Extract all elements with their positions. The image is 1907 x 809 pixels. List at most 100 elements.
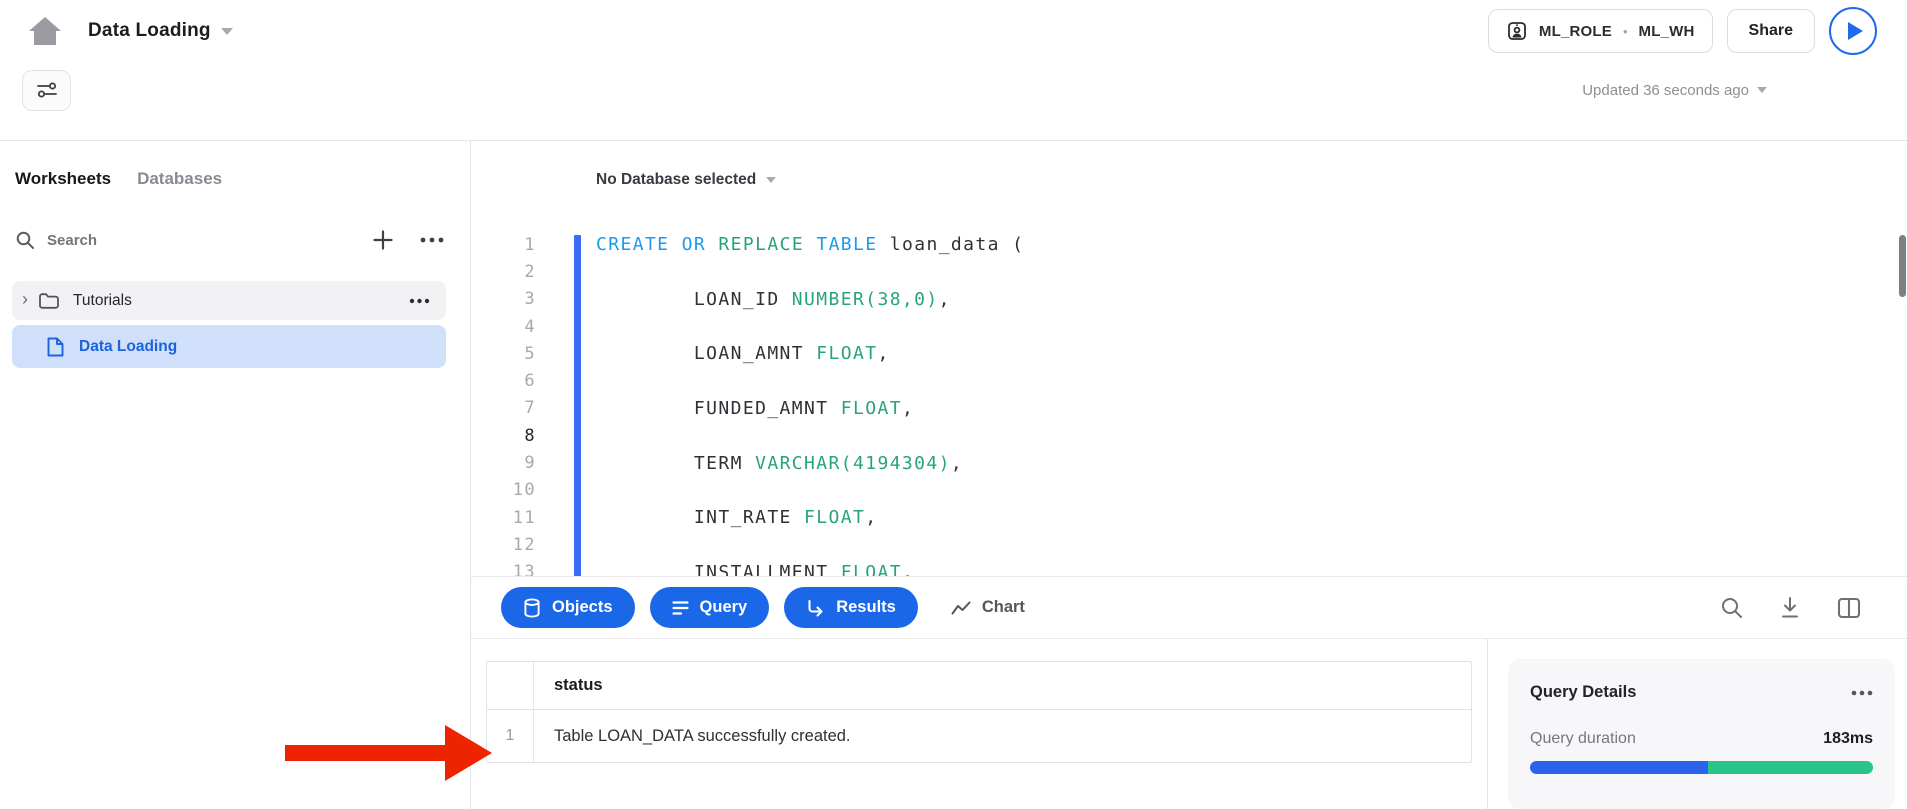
line-number: 4 <box>524 316 536 337</box>
query-duration-row: Query duration 183ms <box>1530 730 1873 748</box>
sidebar-more-button[interactable] <box>420 237 444 243</box>
header: Data Loading ML_ROLE • ML_WH Share <box>0 0 1907 141</box>
header-second-row: Updated 36 seconds ago <box>0 62 1907 118</box>
progress-segment-blue <box>1530 761 1709 774</box>
results-table: status 1 Table LOAN_DATA successfully cr… <box>486 661 1472 763</box>
view-results-button[interactable]: Results <box>784 587 918 629</box>
line-number: 2 <box>524 261 536 282</box>
search-results-button[interactable] <box>1720 596 1743 619</box>
code-line[interactable]: 10 <box>471 477 1907 504</box>
view-label: Query <box>699 598 748 617</box>
code-lines: 1 CREATE OR REPLACE TABLE loan_data ( 2 3 L… <box>471 231 1907 576</box>
chevron-right-icon[interactable]: › <box>22 289 28 309</box>
code-line[interactable]: 11 INT_RATE FLOAT, <box>471 504 1907 531</box>
database-caret-icon <box>766 177 777 183</box>
updated-status[interactable]: Updated 36 seconds ago <box>1582 82 1767 99</box>
line-number: 6 <box>524 371 536 392</box>
share-button[interactable]: Share <box>1726 9 1815 53</box>
sql-editor[interactable]: No Database selected 1 CREATE OR REPLACE … <box>471 141 1907 577</box>
line-number: 11 <box>512 507 536 528</box>
worksheet-tree: › Tutorials <box>0 281 470 368</box>
query-duration-value: 183ms <box>1823 730 1873 747</box>
query-details-panel: Query Details Query duration 183ms <box>1487 639 1907 809</box>
progress-segment-green <box>1708 761 1873 774</box>
line-content: LOAN_AMNT FLOAT, <box>596 343 890 365</box>
body: Worksheets Databases Search <box>0 141 1907 809</box>
tab-databases[interactable]: Databases <box>137 169 223 188</box>
code-line[interactable]: 12 <box>471 531 1907 558</box>
database-selector-label: No Database selected <box>596 171 757 188</box>
results-header-row: status <box>487 662 1471 710</box>
line-number: 13 <box>512 562 536 577</box>
view-query-button[interactable]: Query <box>649 587 770 629</box>
view-objects-button[interactable]: Objects <box>501 587 635 629</box>
query-details-card: Query Details Query duration 183ms <box>1508 659 1895 809</box>
line-number: 9 <box>524 453 536 474</box>
code-line[interactable]: 13 INSTALLMENT FLOAT, <box>471 559 1907 577</box>
code-line[interactable]: 5 LOAN_AMNT FLOAT, <box>471 340 1907 367</box>
code-line[interactable]: 4 <box>471 313 1907 340</box>
line-number: 5 <box>524 343 536 364</box>
updated-caret-icon <box>1757 87 1767 93</box>
run-button[interactable] <box>1829 7 1877 55</box>
code-line[interactable]: 2 <box>471 258 1907 285</box>
line-number: 7 <box>524 398 536 419</box>
filters-button[interactable] <box>22 69 71 111</box>
tutorials-more-button[interactable] <box>409 298 430 304</box>
code-line[interactable]: 7 FUNDED_AMNT FLOAT, <box>471 395 1907 422</box>
code-line[interactable]: 6 <box>471 367 1907 394</box>
line-number: 10 <box>512 480 536 501</box>
line-number: 8 <box>524 425 536 446</box>
home-icon[interactable] <box>28 16 62 46</box>
row-number: 1 <box>487 710 534 762</box>
search-icon <box>15 230 35 250</box>
tree-item-tutorials[interactable]: › Tutorials <box>12 281 446 320</box>
role-warehouse-chip[interactable]: ML_ROLE • ML_WH <box>1487 9 1713 53</box>
query-details-more-button[interactable] <box>1851 690 1873 696</box>
sidebar-search-actions <box>372 229 444 251</box>
query-duration-label: Query duration <box>1530 730 1636 747</box>
folder-icon <box>38 292 60 310</box>
code-line[interactable]: 3 LOAN_ID NUMBER(38,0), <box>471 286 1907 313</box>
header-actions: ML_ROLE • ML_WH Share <box>1487 7 1877 55</box>
line-content: TERM VARCHAR(4194304), <box>596 452 964 474</box>
line-content: FUNDED_AMNT FLOAT, <box>596 397 915 419</box>
trend-icon <box>951 601 971 615</box>
line-content: LOAN_ID NUMBER(38,0), <box>596 288 951 310</box>
chip-separator: • <box>1622 23 1628 39</box>
table-row[interactable]: 1 Table LOAN_DATA successfully created. <box>487 710 1471 762</box>
tree-item-data-loading[interactable]: Data Loading <box>12 325 446 368</box>
tree-item-label: Data Loading <box>79 337 178 355</box>
header-top-row: Data Loading ML_ROLE • ML_WH Share <box>0 0 1907 62</box>
download-button[interactable] <box>1779 596 1801 619</box>
editor-scrollbar[interactable] <box>1899 235 1906 297</box>
code-line[interactable]: 8 <box>471 422 1907 449</box>
duration-progress-bar <box>1530 761 1873 774</box>
annotation-arrow <box>285 725 492 781</box>
split-view-button[interactable] <box>1837 597 1861 619</box>
results-panel: status 1 Table LOAN_DATA successfully cr… <box>471 639 1907 809</box>
line-content: INSTALLMENT FLOAT, <box>596 561 915 577</box>
title-caret-icon[interactable] <box>220 27 233 35</box>
query-details-header: Query Details <box>1530 683 1873 702</box>
sidebar: Worksheets Databases Search <box>0 141 471 809</box>
tab-worksheets[interactable]: Worksheets <box>15 169 112 188</box>
line-number: 1 <box>524 234 536 255</box>
code-line[interactable]: 9 TERM VARCHAR(4194304), <box>471 449 1907 476</box>
badge-icon <box>1506 20 1528 42</box>
code-line[interactable]: 1 CREATE OR REPLACE TABLE loan_data ( <box>471 231 1907 258</box>
role-label: ML_ROLE <box>1538 22 1612 40</box>
toolbar-right-icons <box>1720 596 1907 619</box>
column-header-status[interactable]: status <box>554 676 603 694</box>
view-label: Objects <box>552 598 613 617</box>
sidebar-tabs: Worksheets Databases <box>0 169 470 189</box>
search-input[interactable]: Search <box>47 231 98 249</box>
database-selector[interactable]: No Database selected <box>596 171 777 189</box>
sidebar-search-row: Search <box>15 229 444 251</box>
view-chart-button[interactable]: Chart <box>951 598 1025 617</box>
new-worksheet-button[interactable] <box>372 229 394 251</box>
query-lines-icon <box>671 600 689 616</box>
line-content: CREATE OR REPLACE TABLE loan_data ( <box>596 234 1025 256</box>
tree-item-label: Tutorials <box>73 291 132 309</box>
database-icon <box>523 598 541 618</box>
